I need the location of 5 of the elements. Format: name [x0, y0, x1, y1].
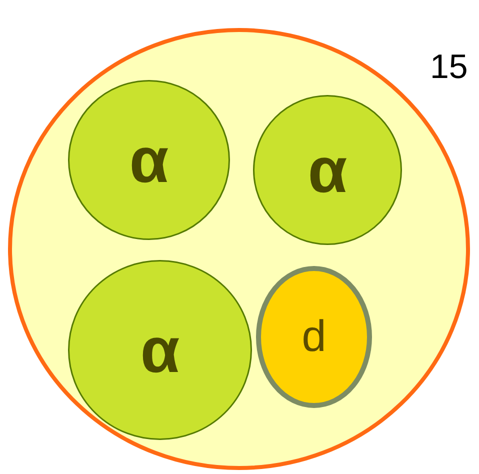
node-label: d: [302, 312, 326, 362]
node-label: α: [129, 123, 169, 197]
node-label: α: [308, 133, 348, 207]
number-label: 15: [430, 48, 468, 87]
node-label: α: [140, 313, 180, 387]
